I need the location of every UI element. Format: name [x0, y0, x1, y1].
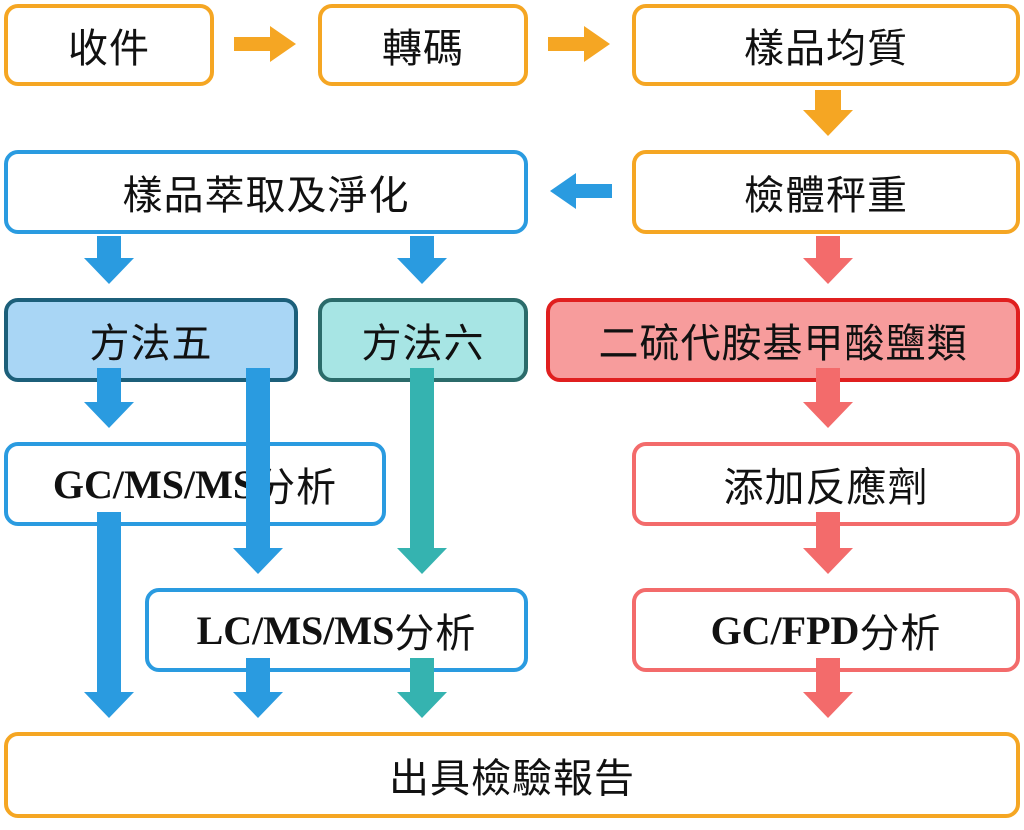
lc-msms-label: LC/MS/MS	[196, 607, 395, 653]
arrow-gc-msms-to-report	[84, 512, 134, 718]
receive-label: 收件	[68, 26, 150, 72]
gc-fpd-suffix: 分析	[859, 611, 942, 657]
homogenize-label: 樣品均質	[744, 26, 908, 72]
arrow-extract-to-method6	[397, 236, 447, 284]
arrow-lc-msms-to-report-blue	[233, 658, 283, 718]
homogenize-box: 樣品均質	[632, 4, 1020, 86]
weigh-label: 檢體秤重	[744, 173, 908, 219]
arrow-transcode-to-homogenize	[548, 26, 610, 62]
add-reagent-label: 添加反應劑	[723, 465, 929, 511]
arrow-add-reagent-to-gc-fpd	[803, 512, 853, 574]
arrow-method6-to-lc-msms	[397, 368, 447, 574]
arrow-method5-to-gc-msms	[84, 368, 134, 428]
arrow-homogenize-to-weigh	[803, 90, 853, 136]
receive-box: 收件	[4, 4, 214, 86]
transcode-label: 轉碼	[382, 26, 464, 72]
gc-fpd-label: GC/FPD	[710, 607, 860, 653]
arrow-weigh-to-extract	[550, 173, 612, 209]
lc-msms-suffix: 分析	[394, 611, 477, 657]
weigh-box: 檢體秤重	[632, 150, 1020, 234]
report-box: 出具檢驗報告	[4, 732, 1020, 818]
dithiocarbamate-label: 二硫代胺基甲酸鹽類	[598, 321, 968, 367]
method6-label: 方法六	[361, 321, 485, 367]
dithiocarbamate-box: 二硫代胺基甲酸鹽類	[546, 298, 1020, 382]
arrow-extract-to-method5	[84, 236, 134, 284]
arrow-gc-fpd-to-report	[803, 658, 853, 718]
arrow-dithiocarbamate-to-add-reagent	[803, 368, 853, 428]
extract-label: 樣品萃取及淨化	[122, 173, 410, 219]
arrow-receive-to-transcode	[234, 26, 296, 62]
method5-label: 方法五	[89, 321, 213, 367]
arrow-lc-msms-to-report-teal	[397, 658, 447, 718]
arrow-weigh-to-dithiocarbamate	[803, 236, 853, 284]
transcode-box: 轉碼	[318, 4, 528, 86]
add-reagent-box: 添加反應劑	[632, 442, 1020, 526]
report-label: 出具檢驗報告	[389, 756, 635, 802]
arrow-method5-to-lc-msms	[233, 368, 283, 574]
gc-msms-label: GC/MS/MS	[52, 461, 256, 507]
extract-box: 樣品萃取及淨化	[4, 150, 528, 234]
